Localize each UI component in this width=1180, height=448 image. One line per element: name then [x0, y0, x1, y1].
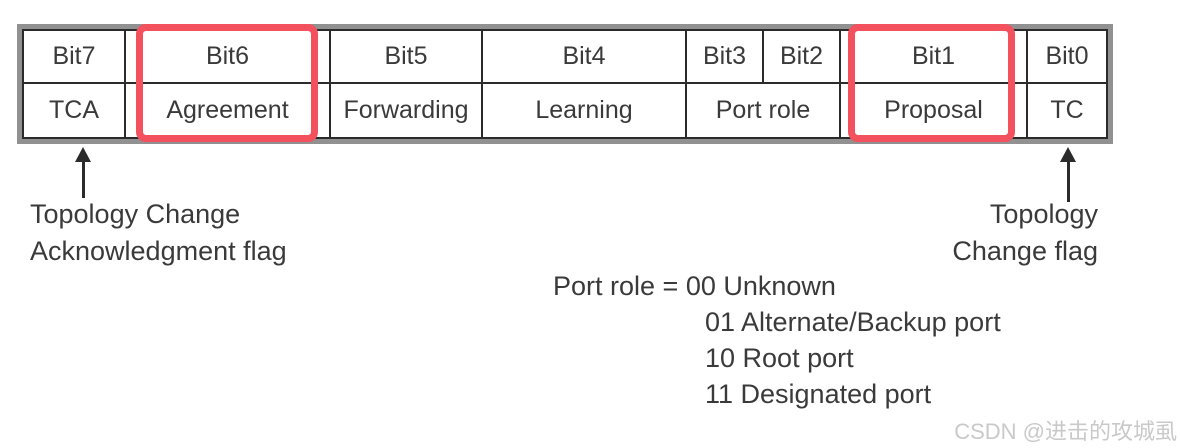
port-role-value-00: 00 Unknown — [685, 271, 836, 301]
tc-annotation-line2: Change flag — [952, 236, 1098, 266]
tca-annotation: Topology Change Acknowledgment flag — [30, 196, 287, 270]
field-forwarding: Forwarding — [331, 84, 483, 137]
header-bit2: Bit2 — [764, 31, 841, 84]
port-role-value-01: 01 Alternate/Backup port — [705, 307, 1001, 337]
tca-annotation-line1: Topology Change — [30, 199, 241, 229]
header-bit0: Bit0 — [1028, 31, 1106, 84]
tc-annotation: Topology Change flag — [952, 196, 1098, 270]
field-tc: TC — [1028, 84, 1106, 137]
port-role-value-10: 10 Root port — [705, 343, 854, 373]
field-tca: TCA — [24, 84, 126, 137]
tca-annotation-line2: Acknowledgment flag — [30, 236, 287, 266]
port-role-legend: Port role = 00 Unknown 01 Alternate/Back… — [553, 268, 1001, 412]
tc-annotation-line1: Topology — [989, 199, 1098, 229]
field-learning: Learning — [483, 84, 687, 137]
highlight-box-agreement — [136, 24, 318, 142]
field-agreement: Agreement — [126, 84, 331, 137]
header-bit7: Bit7 — [24, 31, 126, 84]
header-bit5: Bit5 — [331, 31, 483, 84]
csdn-watermark: CSDN @进击的攻城虱 — [954, 419, 1177, 444]
tca-arrow-line — [82, 160, 85, 198]
port-role-prefix: Port role = — [553, 271, 679, 301]
field-proposal: Proposal — [841, 84, 1028, 137]
bit-field-table: Bit7 Bit6 Bit5 Bit4 Bit3 Bit2 Bit1 Bit0 … — [22, 29, 1108, 139]
header-bit6: Bit6 — [126, 31, 331, 84]
tc-arrow-head-icon — [1060, 147, 1076, 162]
port-role-line-1: Port role = 00 Unknown — [553, 268, 1001, 304]
header-bit1: Bit1 — [841, 31, 1028, 84]
highlight-box-proposal — [848, 24, 1015, 142]
port-role-value-11: 11 Designated port — [705, 379, 932, 409]
tc-arrow-line — [1067, 160, 1070, 202]
field-port-role: Port role — [687, 84, 841, 137]
tca-arrow-head-icon — [75, 147, 91, 162]
header-bit3: Bit3 — [687, 31, 764, 84]
header-bit4: Bit4 — [483, 31, 687, 84]
